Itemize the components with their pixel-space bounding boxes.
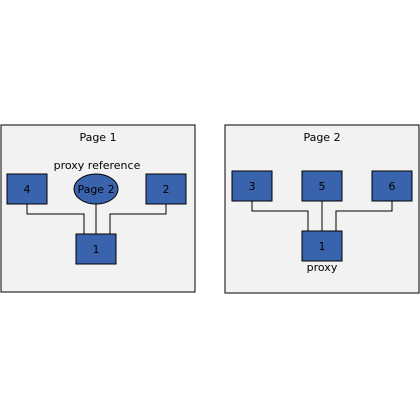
page-2-node-6-label: 6: [389, 180, 396, 193]
page-1-node-page-2-proxy[interactable]: [73, 173, 119, 205]
page-2-node-5[interactable]: [301, 170, 343, 202]
connector-4-to-1: [26, 204, 85, 234]
page-1-node-4[interactable]: [6, 173, 48, 205]
page-1-node-4-label: 4: [24, 183, 31, 196]
page-2-node-3-label: 3: [249, 180, 256, 193]
page-2-node-3[interactable]: [231, 170, 273, 202]
page-1-node-page-2-label: Page 2: [77, 183, 114, 196]
page-1-node-2-label: 2: [163, 183, 170, 196]
page-1-node-2[interactable]: [145, 173, 187, 205]
page-1-node-1-label: 1: [93, 243, 100, 256]
page-1-node-1[interactable]: [75, 233, 117, 265]
page-2-annotation: proxy: [307, 261, 338, 274]
connector-3-to-1: [251, 201, 309, 231]
page-1-panel: Page 1 proxy reference 4 Page 2 2 1: [0, 124, 196, 293]
page-2-title: Page 2: [303, 131, 340, 144]
page-2-node-1-label: 1: [319, 240, 326, 253]
connector-2-to-1: [109, 204, 167, 234]
page-1-title: Page 1: [79, 131, 116, 144]
connector-6-to-1: [335, 201, 393, 231]
page-2-node-6[interactable]: [371, 170, 413, 202]
page-2-node-1-proxy[interactable]: [301, 230, 343, 262]
page-1-annotation: proxy reference: [54, 159, 141, 172]
page-2-node-5-label: 5: [319, 180, 326, 193]
page-2-panel: Page 2 3 5 6 1 proxy: [224, 124, 420, 294]
